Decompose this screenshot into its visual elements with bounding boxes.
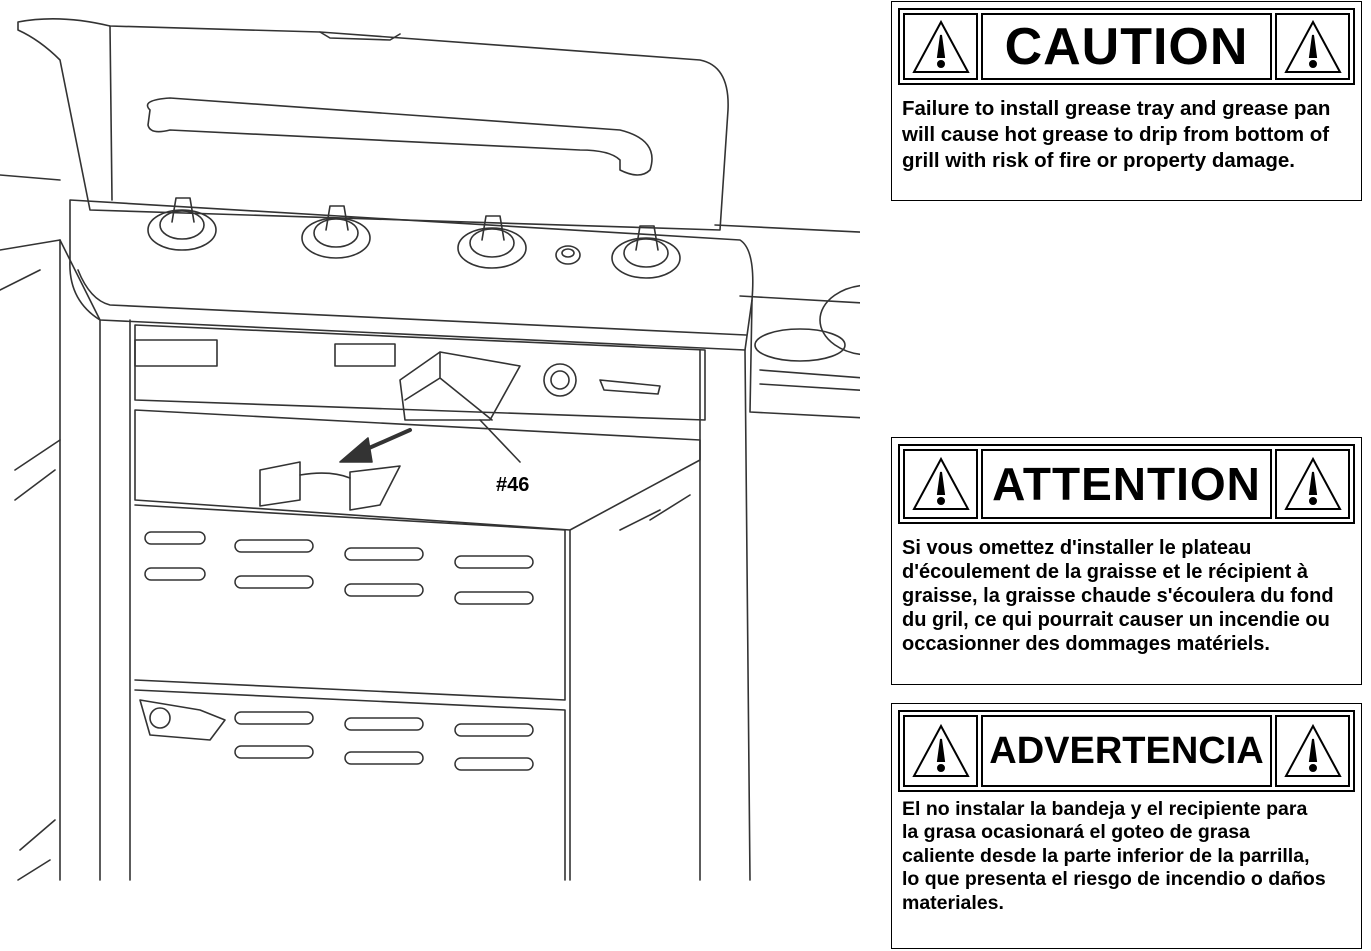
attention-warning-box: ATTENTION Si vous omettez d'installer le… [891,437,1362,685]
advertencia-line: El no instalar la bandeja y el recipient… [902,798,1308,820]
caution-line: will cause hot grease to drip from botto… [902,122,1330,146]
advertencia-line: la grasa ocasionará el goteo de grasa [902,821,1250,844]
attention-line: occasionner des dommages matériels. [902,633,1270,655]
warning-triangle-icon [911,19,970,73]
attention-line: du gril, ce qui pourrait causer un incen… [902,609,1330,631]
warning-triangle-icon [1283,456,1342,510]
control-knob-4 [611,225,681,279]
advertencia-line: materiales. [902,891,1004,914]
caution-line: Failure to install grease tray and greas… [902,97,1331,120]
grease-pan [399,351,521,421]
leader-line [479,419,521,463]
warning-triangle-icon [911,456,970,510]
caution-header: CAUTION [898,8,1355,85]
cart-frame [59,239,101,881]
advertencia-header: ADVERTENCIA [898,710,1355,792]
attention-line: Si vous omettez d'installer le plateau [902,537,1252,559]
warning-triangle-icon [911,723,970,777]
advertencia-line: caliente desde la parte inferior de la p… [902,844,1310,867]
attention-heading: ATTENTION [981,449,1272,519]
gas-regulator [139,699,226,741]
igniter-button [555,245,581,265]
caution-line: grill with risk of fire or property dama… [902,148,1295,172]
control-knob-2 [301,205,371,259]
grill-illustration [0,18,860,881]
caution-text: Failure to install grease tray and greas… [902,96,1353,173]
side-burner [714,224,860,419]
advertencia-warning-box: ADVERTENCIA El no instalar la bandeja y … [891,703,1362,949]
attention-line: d'écoulement de la graisse et le récipie… [902,561,1309,583]
control-knob-1 [147,197,217,251]
advertencia-line: lo que presenta el riesgo de incendio o … [902,868,1326,891]
part-number-label: #46 [496,474,530,496]
warning-triangle-icon [1283,723,1342,777]
control-knob-3 [457,215,527,269]
attention-header: ATTENTION [898,444,1355,524]
advertencia-text: El no instalar la bandeja y el recipient… [902,798,1353,915]
lid-handle [146,97,653,176]
caution-heading: CAUTION [981,13,1272,80]
vent-slots [144,531,534,771]
grill-lid [17,18,729,231]
attention-line: graisse, la graisse chaude s'écoulera du… [902,585,1334,607]
warning-triangle-icon [1283,19,1342,73]
advertencia-heading: ADVERTENCIA [981,715,1272,787]
attention-text: Si vous omettez d'installer le plateau d… [902,536,1353,656]
caution-warning-box: CAUTION Failure to install grease tray a… [891,1,1362,201]
